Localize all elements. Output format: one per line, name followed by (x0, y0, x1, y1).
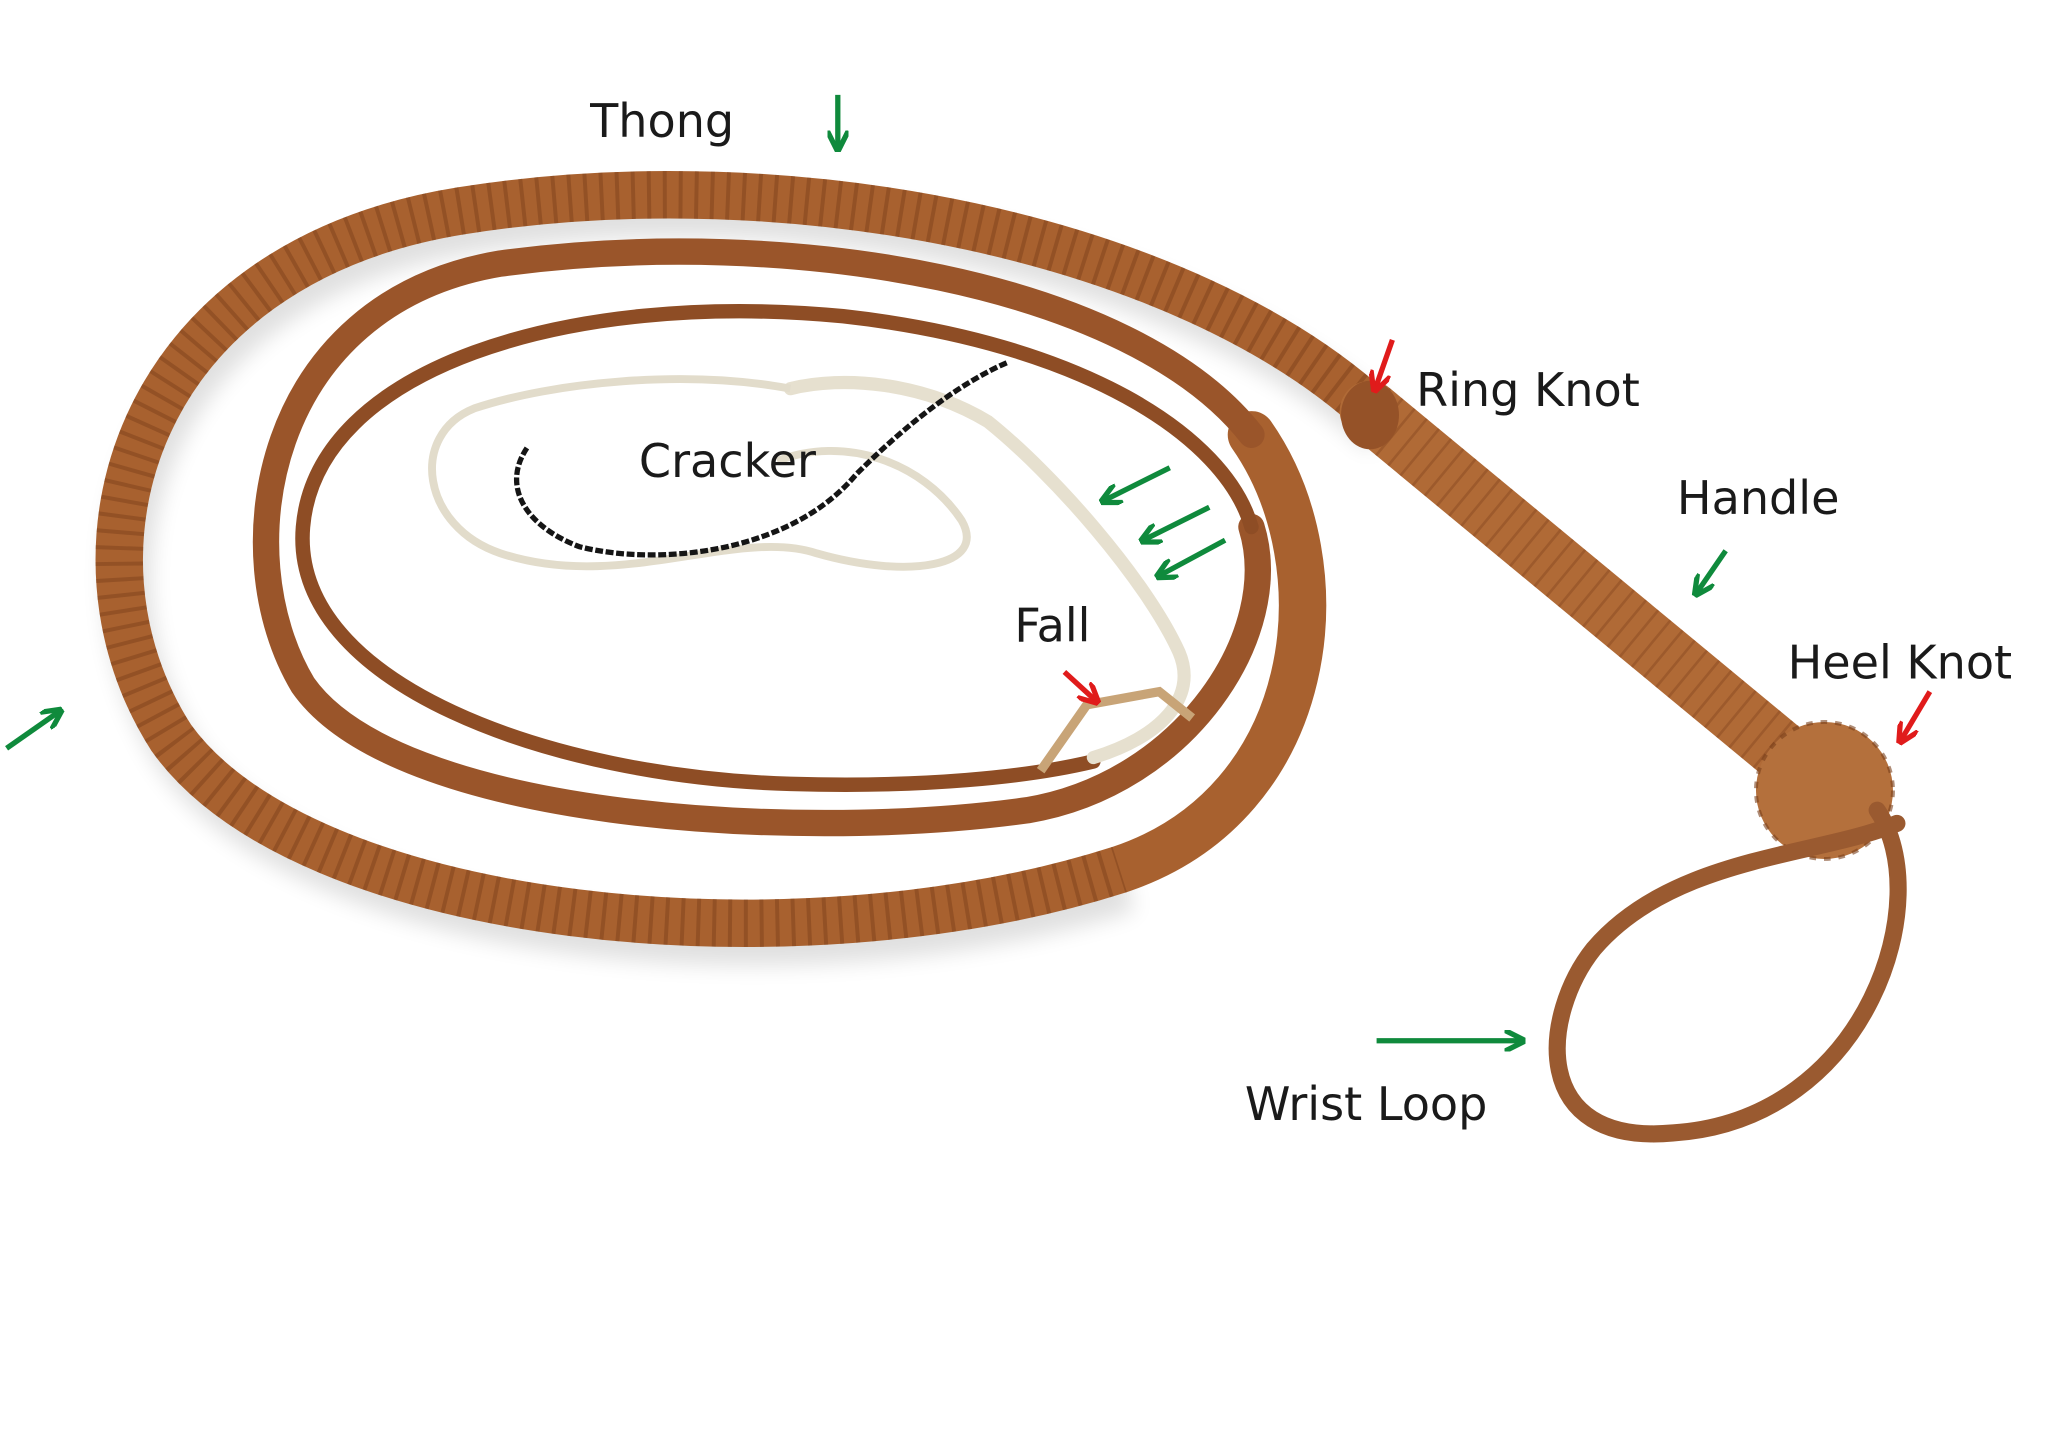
wrist-loop (1548, 801, 1907, 1143)
label-handle: Handle (1677, 471, 1840, 525)
whip-cracker (514, 359, 1009, 558)
label-ring-knot: Ring Knot (1416, 363, 1640, 417)
ring-knot (1341, 380, 1399, 450)
whip-handle (1339, 380, 1836, 801)
whip-thong (95, 171, 1401, 947)
ring-knot-arrow (1375, 339, 1395, 389)
left-arrow (5, 711, 60, 751)
whip-cracker-loop (428, 375, 971, 571)
label-fall: Fall (1014, 599, 1090, 653)
label-thong: Thong (589, 94, 734, 148)
fall-arrow-3 (1159, 537, 1227, 576)
heel-knot (1755, 721, 1893, 859)
heel-knot-arrow (1901, 690, 1933, 741)
label-heel-knot: Heel Knot (1788, 635, 2013, 689)
label-cracker: Cracker (639, 434, 816, 488)
fall-red-arrow (1062, 669, 1096, 701)
fall-arrow-2 (1143, 504, 1211, 540)
label-wrist-loop: Wrist Loop (1245, 1077, 1488, 1131)
fall-arrow-1 (1104, 465, 1171, 501)
handle-arrow (1697, 549, 1728, 593)
